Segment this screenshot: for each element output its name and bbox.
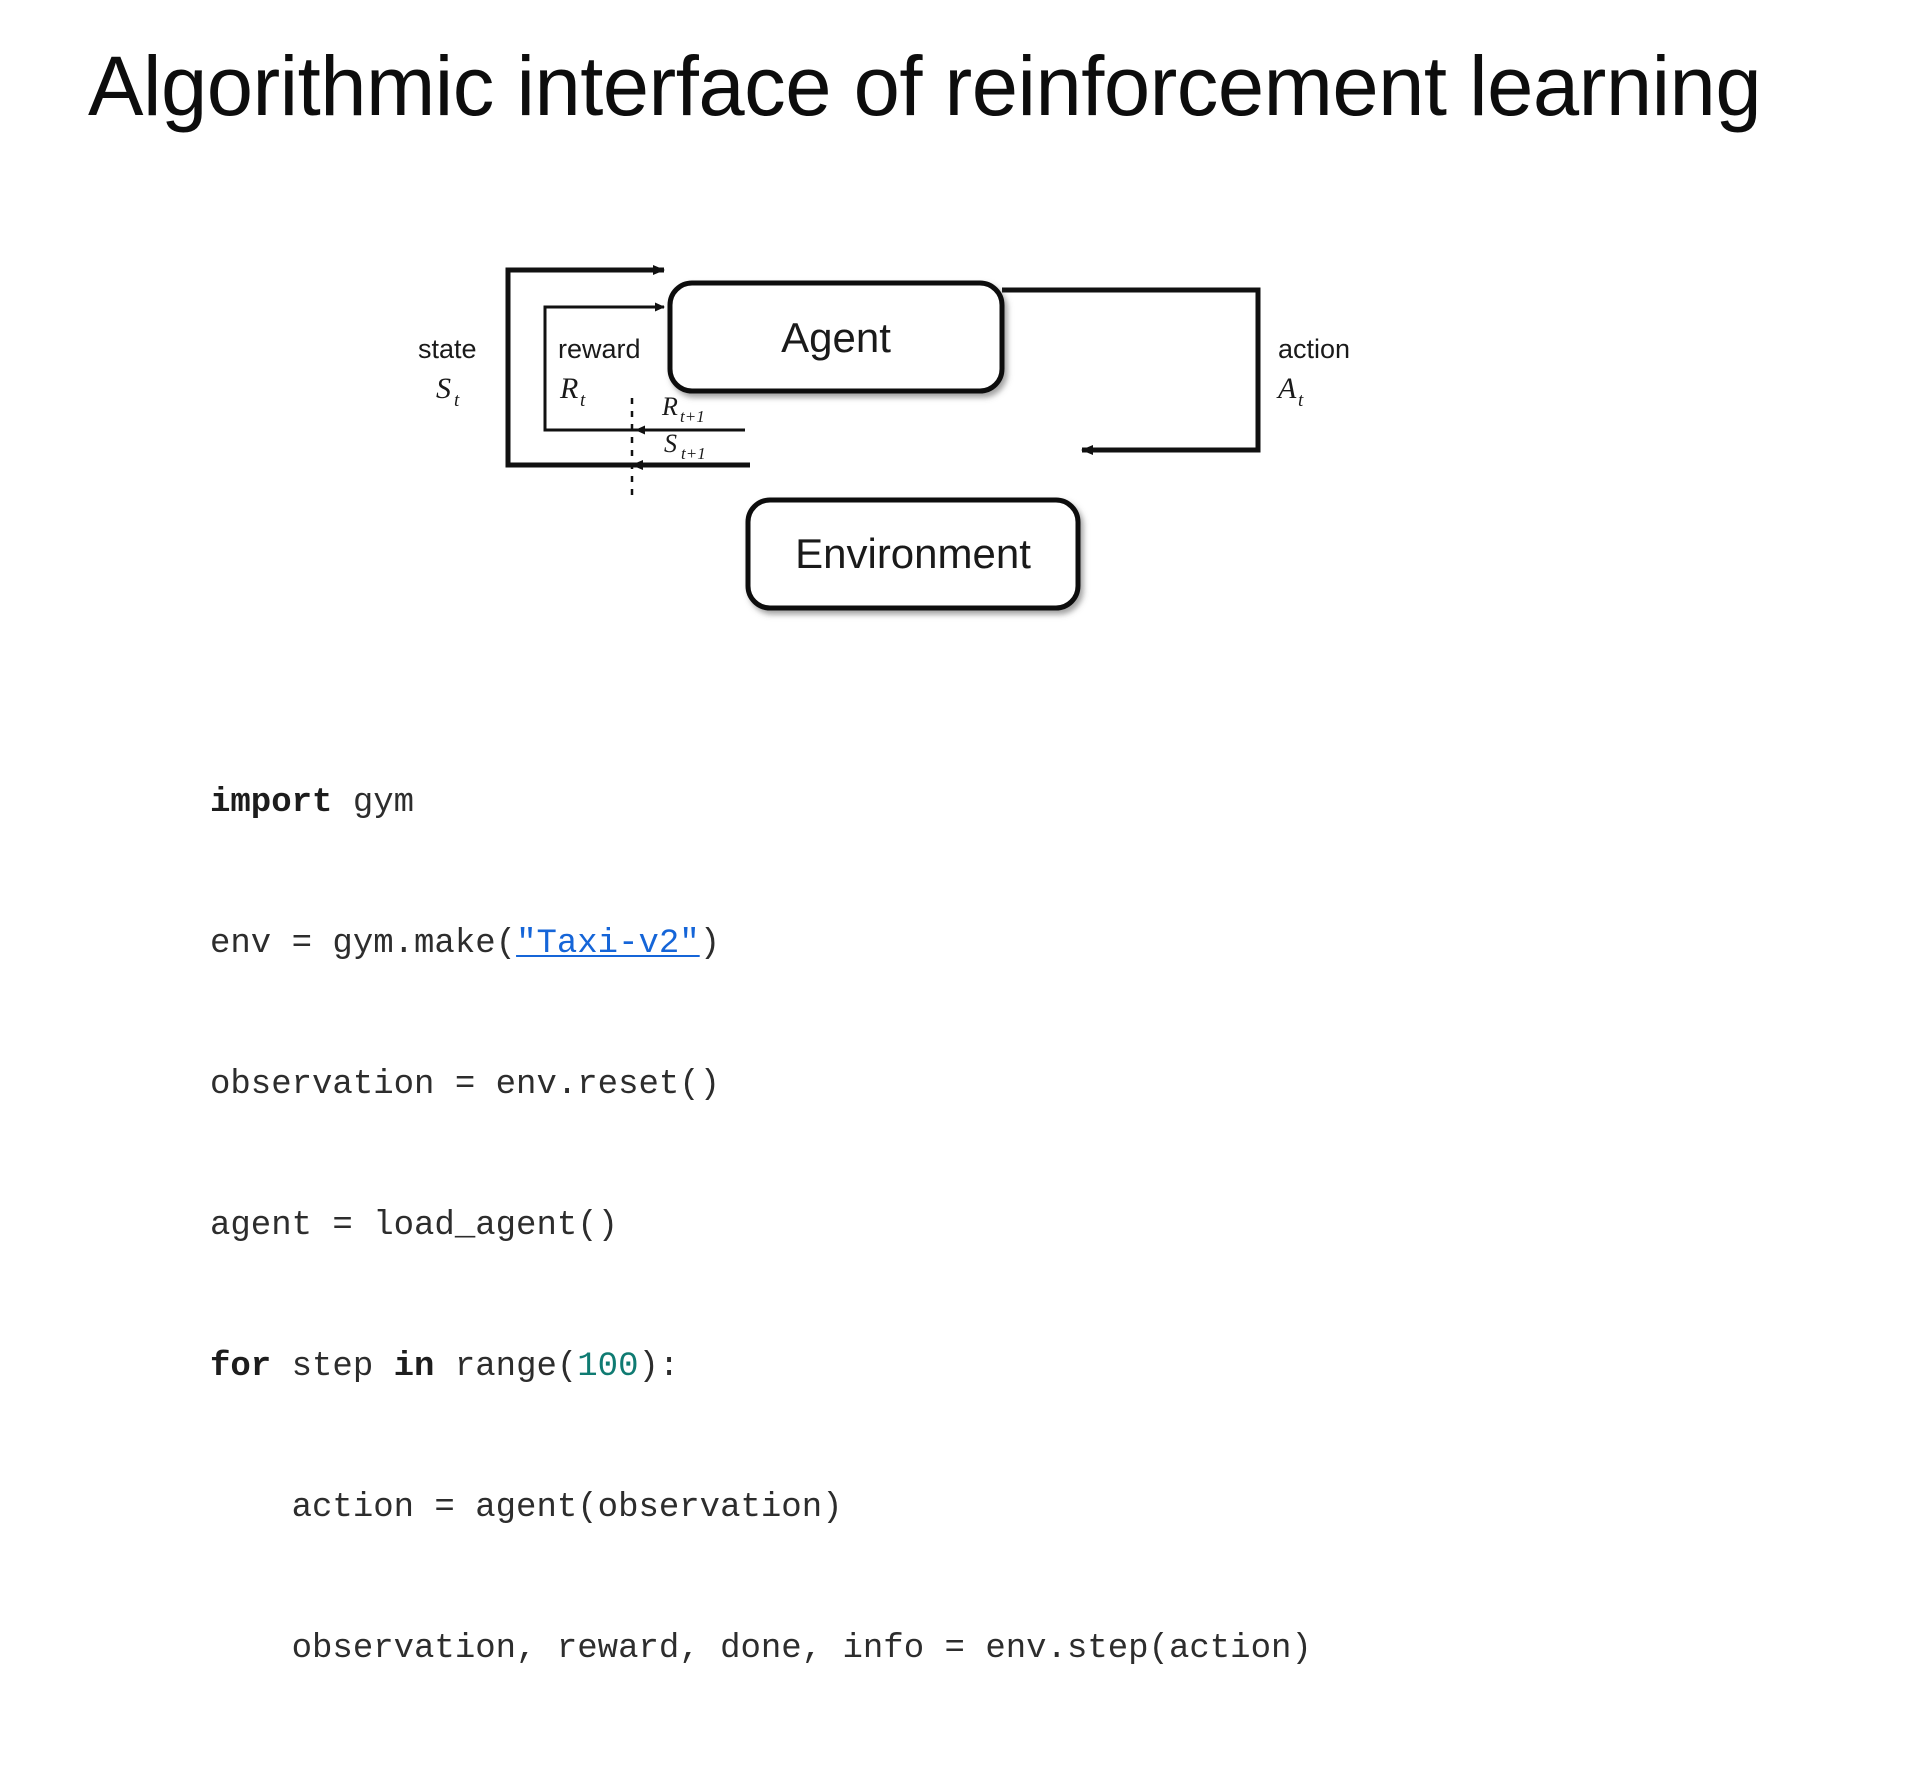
label-reward-symbol: R t — [559, 372, 586, 411]
code-line-l1: import gym — [210, 780, 1312, 827]
label-action: action — [1278, 334, 1350, 364]
label-state-symbol-subscript: t — [454, 390, 460, 411]
code-token: ) — [699, 925, 721, 963]
label-state-symbol-letter: S — [436, 372, 451, 405]
code-line-l2: env = gym.make("Taxi-v2") — [210, 921, 1312, 968]
node-agent-label: Agent — [781, 314, 891, 361]
code-token: action = agent(observation) — [210, 1489, 843, 1527]
code-token: observation, reward, done, info = env.st… — [210, 1630, 1312, 1668]
code-line-l7: observation, reward, done, info = env.st… — [210, 1626, 1312, 1673]
label-reward: reward — [558, 334, 641, 364]
code-token: 100 — [577, 1348, 639, 1386]
label-reward-next: R t+1 — [661, 392, 705, 426]
node-environment-label: Environment — [795, 530, 1031, 577]
label-reward-next-subscript: t+1 — [680, 407, 705, 426]
code-token: gym — [332, 784, 415, 822]
label-state: state — [418, 334, 477, 364]
code-link-taxi-v2[interactable]: "Taxi-v2" — [516, 925, 700, 963]
label-state-symbol: S t — [436, 372, 460, 411]
edge-action-loop — [1002, 287, 1261, 455]
code-token: ): — [638, 1348, 680, 1386]
code-token: import — [210, 784, 333, 822]
label-action-symbol-subscript: t — [1298, 390, 1304, 411]
code-line-l5: for step in range(100): — [210, 1344, 1312, 1391]
label-reward-symbol-subscript: t — [580, 390, 586, 411]
code-token: agent = load_agent() — [210, 1207, 619, 1245]
code-line-l3: observation = env.reset() — [210, 1062, 1312, 1109]
label-state-next-subscript: t+1 — [681, 444, 706, 463]
code-token: observation = env.reset() — [210, 1066, 721, 1104]
label-action-symbol-letter: A — [1276, 372, 1297, 405]
code-token: step — [271, 1348, 394, 1386]
code-token: env = gym.make( — [210, 925, 517, 963]
code-line-l4: agent = load_agent() — [210, 1203, 1312, 1250]
label-reward-symbol-letter: R — [559, 372, 578, 405]
label-action-symbol: A t — [1276, 372, 1304, 411]
label-state-next: S t+1 — [664, 429, 706, 463]
code-line-l6: action = agent(observation) — [210, 1485, 1312, 1532]
node-agent: Agent — [667, 280, 1005, 394]
agent-environment-diagram: Agent Environment state S t reward R t a… — [330, 250, 1510, 640]
label-reward-next-letter: R — [661, 392, 678, 421]
node-environment: Environment — [745, 497, 1081, 611]
code-block: import gym env = gym.make("Taxi-v2") obs… — [210, 686, 1312, 1767]
slide-canvas: Algorithmic interface of reinforcement l… — [88, 39, 1762, 1668]
code-token: in — [393, 1348, 435, 1386]
label-state-next-letter: S — [664, 429, 677, 458]
page-title: Algorithmic interface of reinforcement l… — [88, 39, 1762, 133]
edge-state-loop — [505, 265, 750, 468]
code-token: range( — [434, 1348, 578, 1386]
code-token: for — [210, 1348, 272, 1386]
